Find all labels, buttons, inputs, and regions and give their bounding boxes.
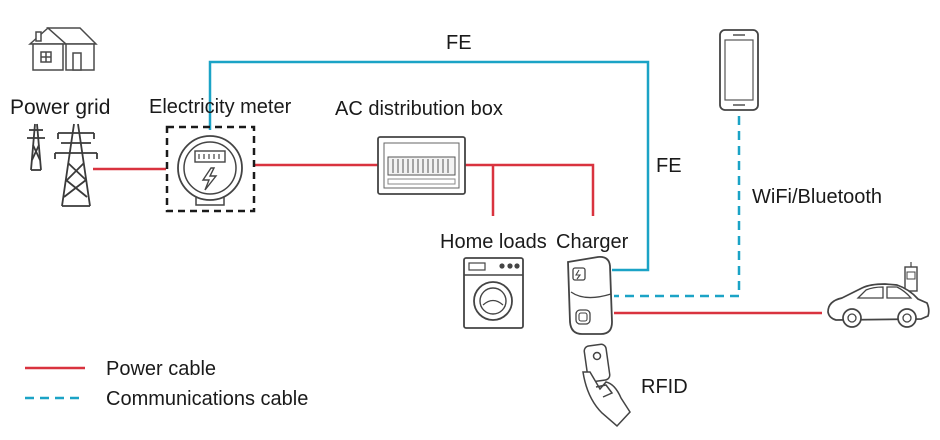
electricity-meter-label: Electricity meter <box>149 96 292 118</box>
electricity-meter-icon <box>165 125 256 213</box>
power-grid-label: Power grid <box>10 96 111 119</box>
home-loads-label: Home loads <box>440 231 547 253</box>
ac-distribution-box-label: AC distribution box <box>335 98 503 120</box>
legend-communications-cable-label: Communications cable <box>106 388 309 410</box>
washing-machine-icon <box>463 257 524 329</box>
electric-car-icon <box>827 262 930 328</box>
pylon-icon <box>27 123 98 207</box>
cable-wifi <box>614 116 741 298</box>
smartphone-icon <box>719 29 759 111</box>
rfid-card-icon <box>582 343 631 428</box>
charger-label: Charger <box>556 231 629 253</box>
cable-box-to-charger <box>465 163 595 216</box>
legend-power-cable-label: Power cable <box>106 358 217 380</box>
cable-fe <box>208 60 650 272</box>
rfid-label: RFID <box>641 376 688 398</box>
fe-side-label: FE <box>656 155 682 177</box>
charger-icon <box>567 256 613 335</box>
ac-distribution-box-icon <box>377 136 466 195</box>
house-icon <box>28 26 98 71</box>
power-cables <box>93 163 822 315</box>
communications-cables <box>208 60 741 298</box>
wifi-bluetooth-label: WiFi/Bluetooth <box>752 186 883 208</box>
fe-top-label: FE <box>446 32 472 54</box>
